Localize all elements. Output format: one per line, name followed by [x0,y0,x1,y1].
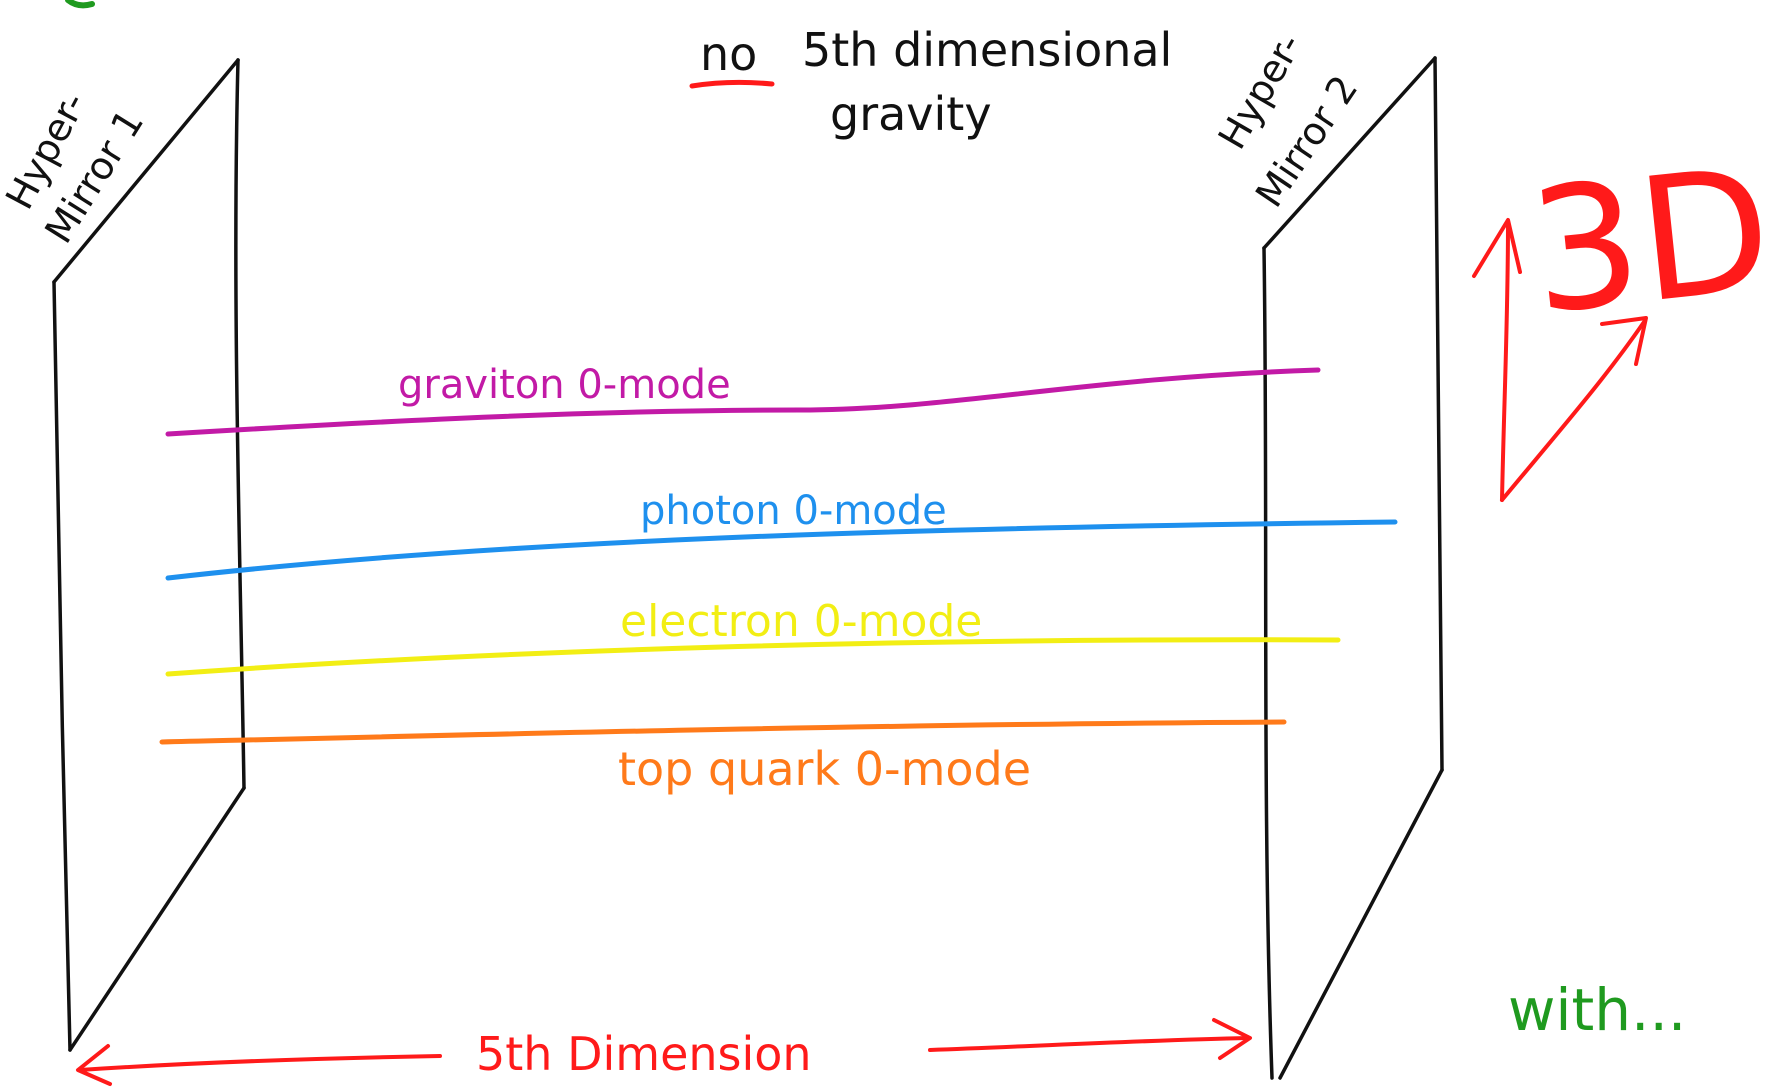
title-line2: gravity [830,87,992,141]
top-quark-mode-line [159,719,1287,745]
three-d-label: 3D [1522,131,1780,353]
hyper-mirror-2 [1262,56,1444,1080]
title-underline [689,79,775,89]
title-line1: 5th dimensional [802,23,1172,77]
corner-mark [65,0,95,9]
three-d-arrows [1472,218,1648,502]
fifth-dimension-arrow [76,1018,1252,1086]
graviton-mode-label: graviton 0-mode [398,362,731,408]
electron-mode-label: electron 0-mode [620,596,982,647]
graviton-mode-line [165,367,1321,437]
title-emphasis: no [700,27,757,81]
with-note: with... [1508,976,1686,1044]
top-quark-mode-label: top quark 0-mode [618,742,1031,796]
fifth-dimension-label: 5th Dimension [476,1027,812,1081]
photon-mode-label: photon 0-mode [640,488,947,534]
hyper-mirror-1 [52,58,246,1052]
photon-mode-line [165,519,1398,581]
electron-mode-line [165,637,1341,677]
